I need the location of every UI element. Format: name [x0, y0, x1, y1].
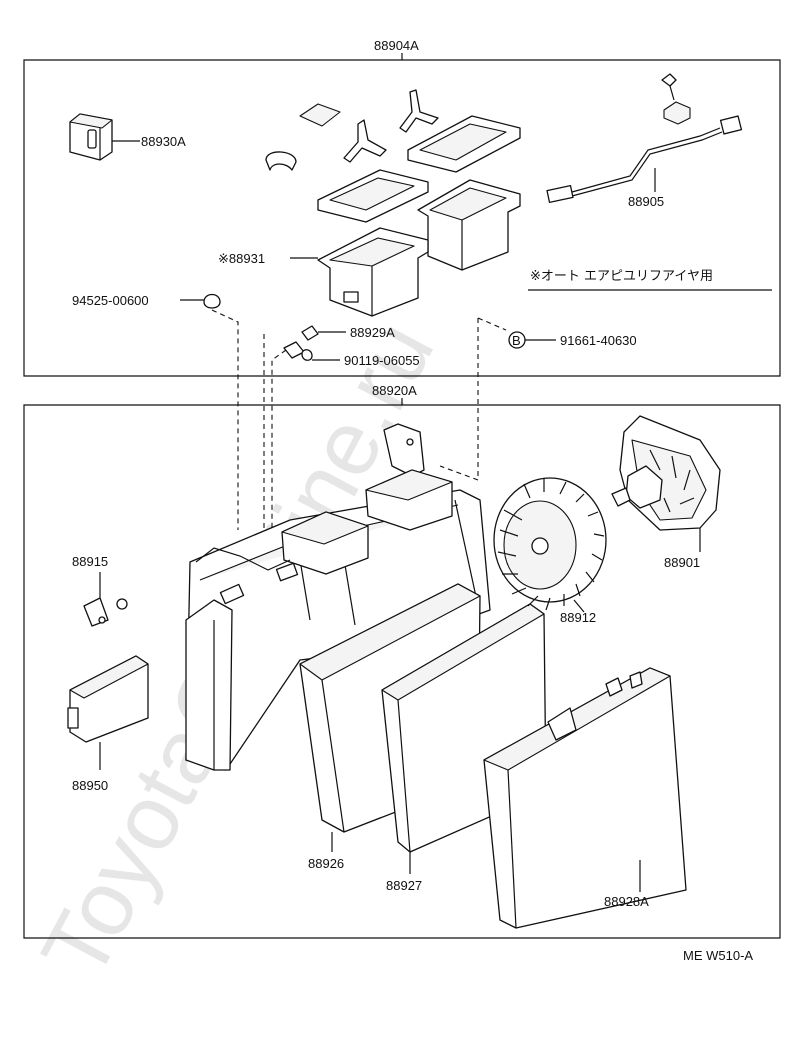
- label-88928a: 88928A: [604, 894, 649, 909]
- label-94525: 94525-00600: [72, 293, 149, 308]
- bolt-marker-letter: B: [512, 333, 521, 348]
- filter-case-88931[interactable]: [317, 227, 429, 317]
- label-88930a: 88930A: [141, 134, 186, 149]
- label-90119: 90119-06055: [344, 353, 420, 368]
- switch-88930a[interactable]: [69, 113, 140, 161]
- bolt-88929a[interactable]: [301, 325, 346, 341]
- bracket-left: [343, 119, 387, 163]
- amplifier-88950[interactable]: [67, 655, 149, 770]
- label-88927: 88927: [386, 878, 422, 893]
- resistor-88915[interactable]: [83, 572, 128, 627]
- upper-assembly-frame: [23, 53, 781, 377]
- bracket-right: [399, 89, 439, 133]
- label-91661: 91661-40630: [560, 333, 637, 348]
- wire-harness-88905[interactable]: [546, 73, 743, 204]
- label-88912: 88912: [560, 610, 596, 625]
- label-88915: 88915: [72, 554, 108, 569]
- cover-88928a[interactable]: [483, 667, 687, 929]
- label-88929a: 88929A: [350, 325, 395, 340]
- assembly-label-lower: 88920A: [372, 383, 417, 398]
- label-88901: 88901: [664, 555, 700, 570]
- clip-piece: [265, 151, 297, 171]
- label-88950: 88950: [72, 778, 108, 793]
- clip-nut-94525[interactable]: [180, 293, 221, 309]
- bolt-90119[interactable]: [283, 341, 340, 361]
- blower-motor-88901[interactable]: [611, 415, 721, 552]
- filter-case-right: [417, 179, 521, 271]
- lower-assembly-frame: [23, 398, 781, 939]
- filter-frame-left: [317, 169, 429, 223]
- assembly-label-upper: 88904A: [374, 38, 419, 53]
- filter-frame-right-top: [407, 115, 521, 173]
- main-housing: [185, 423, 491, 771]
- diagram-code: ME W510-A: [683, 948, 753, 963]
- note-auto-air-purifier: ※オート エアピユリフアイヤ用: [530, 269, 713, 284]
- bolt-marker-91661[interactable]: B: [508, 331, 556, 349]
- label-88905: 88905: [628, 194, 664, 209]
- pad-piece: [299, 103, 341, 127]
- assembly-guide-lines: [211, 309, 507, 560]
- fan-88912[interactable]: [493, 477, 607, 613]
- label-88931: ※88931: [218, 251, 265, 266]
- label-88926: 88926: [308, 856, 344, 871]
